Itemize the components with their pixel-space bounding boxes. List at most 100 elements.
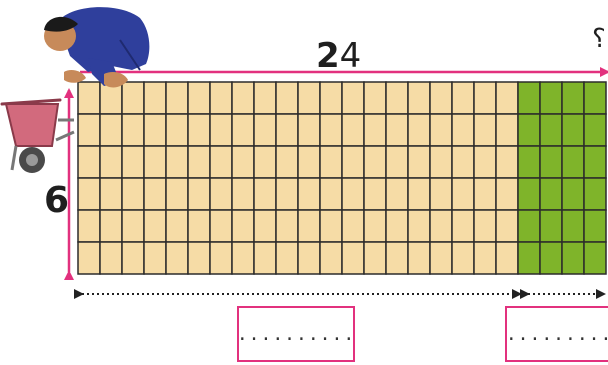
tile-beige	[210, 114, 232, 146]
tile-beige	[166, 242, 188, 274]
tile-beige	[298, 242, 320, 274]
tile-beige	[408, 210, 430, 242]
tile-beige	[430, 146, 452, 178]
tile-green	[584, 178, 606, 210]
tile-beige	[342, 210, 364, 242]
tile-beige	[386, 146, 408, 178]
tile-beige	[78, 82, 100, 114]
tile-beige	[364, 210, 386, 242]
tile-beige	[122, 146, 144, 178]
tile-beige	[210, 210, 232, 242]
tile-beige	[496, 114, 518, 146]
length-label-rest: 4	[340, 36, 362, 76]
tile-beige	[100, 242, 122, 274]
tile-beige	[386, 82, 408, 114]
tile-beige	[408, 82, 430, 114]
tile-green	[518, 178, 540, 210]
tile-grid	[78, 82, 606, 274]
tile-beige	[100, 210, 122, 242]
tile-beige	[342, 242, 364, 274]
tile-beige	[232, 210, 254, 242]
tile-beige	[210, 146, 232, 178]
tile-beige	[474, 242, 496, 274]
tile-beige	[122, 114, 144, 146]
tile-beige	[144, 242, 166, 274]
tile-beige	[298, 82, 320, 114]
tile-beige	[78, 178, 100, 210]
tile-beige	[232, 146, 254, 178]
tile-green	[540, 210, 562, 242]
tile-beige	[78, 114, 100, 146]
length-label-bold: 2	[316, 36, 340, 76]
tile-beige	[430, 114, 452, 146]
tile-beige	[210, 178, 232, 210]
tile-beige	[430, 82, 452, 114]
tile-beige	[254, 82, 276, 114]
answer-box-green[interactable]: ..........	[505, 306, 608, 362]
tile-beige	[144, 146, 166, 178]
width-label: 6	[44, 180, 69, 221]
tile-green	[562, 114, 584, 146]
tile-beige	[254, 178, 276, 210]
tile-beige	[298, 210, 320, 242]
tile-green	[584, 114, 606, 146]
tile-beige	[320, 82, 342, 114]
tile-beige	[254, 146, 276, 178]
tile-beige	[298, 146, 320, 178]
tile-beige	[496, 210, 518, 242]
answer-box-beige[interactable]: ..........	[237, 306, 355, 362]
tile-beige	[452, 178, 474, 210]
tile-beige	[364, 146, 386, 178]
tile-beige	[430, 242, 452, 274]
tile-green	[540, 114, 562, 146]
tile-green	[562, 178, 584, 210]
tile-beige	[408, 178, 430, 210]
tile-green	[562, 242, 584, 274]
tile-beige	[276, 242, 298, 274]
tile-beige	[254, 210, 276, 242]
tile-beige	[452, 210, 474, 242]
tile-beige	[210, 82, 232, 114]
tile-beige	[100, 146, 122, 178]
tile-beige	[276, 178, 298, 210]
tile-beige	[144, 114, 166, 146]
tile-beige	[188, 114, 210, 146]
tile-beige	[276, 114, 298, 146]
tile-beige	[474, 146, 496, 178]
tile-green	[518, 146, 540, 178]
tile-beige	[188, 146, 210, 178]
tile-green	[584, 210, 606, 242]
tile-green	[540, 178, 562, 210]
tile-beige	[364, 82, 386, 114]
tile-beige	[452, 82, 474, 114]
tile-beige	[144, 178, 166, 210]
tile-beige	[298, 114, 320, 146]
tile-green	[540, 242, 562, 274]
tile-beige	[320, 242, 342, 274]
tile-beige	[100, 114, 122, 146]
tile-beige	[188, 82, 210, 114]
tile-green	[518, 242, 540, 274]
tile-green	[518, 210, 540, 242]
tile-beige	[474, 178, 496, 210]
tile-beige	[232, 82, 254, 114]
tile-beige	[408, 242, 430, 274]
tile-beige	[320, 178, 342, 210]
tile-beige	[188, 242, 210, 274]
tile-beige	[342, 82, 364, 114]
tile-green	[562, 82, 584, 114]
tile-beige	[364, 242, 386, 274]
tile-beige	[496, 242, 518, 274]
tile-beige	[496, 178, 518, 210]
tile-beige	[474, 210, 496, 242]
tile-beige	[430, 178, 452, 210]
tile-beige	[408, 146, 430, 178]
tile-beige	[166, 114, 188, 146]
tile-green	[562, 210, 584, 242]
tile-beige	[122, 82, 144, 114]
wheelbarrow-icon	[2, 100, 74, 173]
tile-beige	[78, 146, 100, 178]
tile-beige	[298, 178, 320, 210]
tile-beige	[166, 82, 188, 114]
tile-beige	[254, 242, 276, 274]
